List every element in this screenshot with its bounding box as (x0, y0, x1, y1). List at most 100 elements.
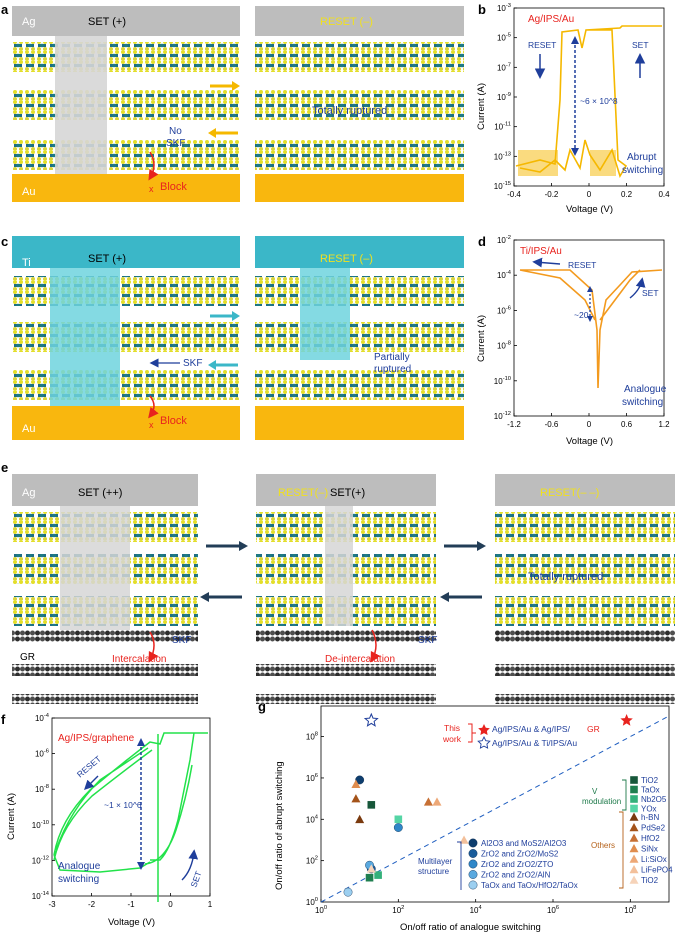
data-point (355, 775, 365, 785)
graphene-layer (495, 694, 675, 704)
reset-label-b: RESET (528, 40, 556, 50)
ips-layer (495, 554, 675, 584)
y-tick-label: 10-5 (497, 33, 511, 43)
x-tick-label: 100 (315, 905, 327, 915)
data-point (363, 712, 379, 727)
legend-marker (468, 870, 478, 879)
y-tick-label: 108 (306, 732, 318, 742)
set-label-b: SET (632, 40, 649, 50)
y-tick-label: 10-10 (494, 376, 511, 386)
xlabel-g: On/off ratio of analogue switching (400, 922, 541, 933)
gr-label: GR (20, 652, 35, 663)
vo-group-label: modulation (582, 797, 621, 806)
au-electrode-right (255, 174, 464, 202)
legend-marker (629, 844, 639, 853)
legend-this-2: Ag/IPS/Au & Ti/IPS/Au (492, 738, 577, 748)
y-tick-label: 10-12 (494, 411, 511, 421)
ips-layer (12, 42, 240, 72)
xlabel-d: Voltage (V) (566, 436, 613, 447)
y-tick-label: 10-13 (494, 151, 511, 161)
legend-marker (468, 880, 478, 890)
x-tick-label: 0.4 (658, 190, 670, 199)
x-tick-label: -0.2 (545, 190, 559, 199)
graphene-layer (495, 664, 675, 676)
ag-electrode-e1 (12, 474, 198, 506)
y-tick-label: 10-12 (32, 855, 49, 865)
this-work-label: This (444, 723, 460, 733)
legend-marker (629, 865, 639, 874)
mode-label-f: switching (58, 874, 99, 885)
x-tick-label: 102 (392, 905, 404, 915)
data-point (423, 797, 433, 806)
legend-entry: SiNx (641, 845, 658, 854)
legend-star-open (477, 735, 491, 749)
set-label-f: SET (188, 870, 203, 889)
mode-label-b: Abrupt (627, 152, 657, 163)
ylabel-d: Current (A) (476, 315, 487, 362)
x-tick-label: -1 (127, 900, 135, 909)
ips-layer (255, 370, 464, 400)
ips-layer (255, 322, 464, 352)
legend-marker (630, 795, 638, 803)
set-label-e: SET (++) (78, 487, 122, 499)
others-group-label: Others (591, 841, 615, 850)
ips-layer (12, 370, 240, 400)
legend-entry: TaOx and TaOx/HfO2/TaOx (481, 881, 578, 890)
legend-marker (629, 875, 639, 884)
legend-marker (629, 823, 639, 832)
reset-label-f: RESET (75, 754, 103, 780)
ips-layer (12, 276, 240, 306)
ti-filament (50, 268, 120, 408)
ratio-label-f: ~1 × 10^6 (104, 800, 142, 810)
graphene-layer (256, 664, 436, 676)
data-point (366, 864, 376, 873)
multilayer-group-label: Multilayer (418, 857, 453, 866)
panel-f-letter: f (1, 712, 6, 727)
graphene-layer (12, 664, 198, 676)
panel-b: b Ag/IPS/Au 10-1510-1310-1110-910-710-51… (476, 2, 670, 215)
partially-ruptured-label: ruptured (374, 364, 411, 375)
legend-entry: HfO2 (641, 834, 660, 843)
data-point (394, 815, 403, 824)
set-label-d: SET (642, 288, 659, 298)
data-point (432, 797, 442, 806)
legend-marker (629, 812, 639, 821)
legend-marker (629, 833, 639, 842)
ag-label-left: Ag (22, 16, 35, 28)
ylabel-f: Current (A) (6, 793, 17, 840)
iv-noise-b (590, 150, 616, 176)
x-tick-label: 0 (587, 190, 592, 199)
legend-marker (630, 776, 638, 784)
au-label-c: Au (22, 423, 35, 435)
x-tick-label: 0.6 (621, 420, 633, 429)
xlabel-b: Voltage (V) (566, 204, 613, 215)
y-tick-label: 10-15 (494, 181, 511, 191)
y-tick-label: 10-2 (497, 235, 511, 245)
legend-this-1-gr: GR (587, 724, 600, 734)
mode-label-f: Analogue (58, 861, 101, 872)
data-point (374, 871, 382, 879)
panel-a-letter: a (1, 2, 9, 17)
set-label-a: SET (+) (88, 16, 126, 28)
legend-marker (468, 859, 478, 869)
legend-entry: YOx (641, 805, 657, 814)
data-point (351, 794, 361, 803)
ips-layer (255, 90, 464, 120)
x-tick-label: 0 (168, 900, 173, 909)
x-tick-label: 1.2 (658, 420, 670, 429)
y-tick-label: 10-10 (32, 820, 49, 830)
legend-entry: PdSe2 (641, 824, 666, 833)
iv-noise-b (518, 150, 558, 176)
y-tick-label: 106 (306, 773, 318, 783)
block-x: x (149, 184, 154, 194)
data-point (351, 779, 361, 788)
